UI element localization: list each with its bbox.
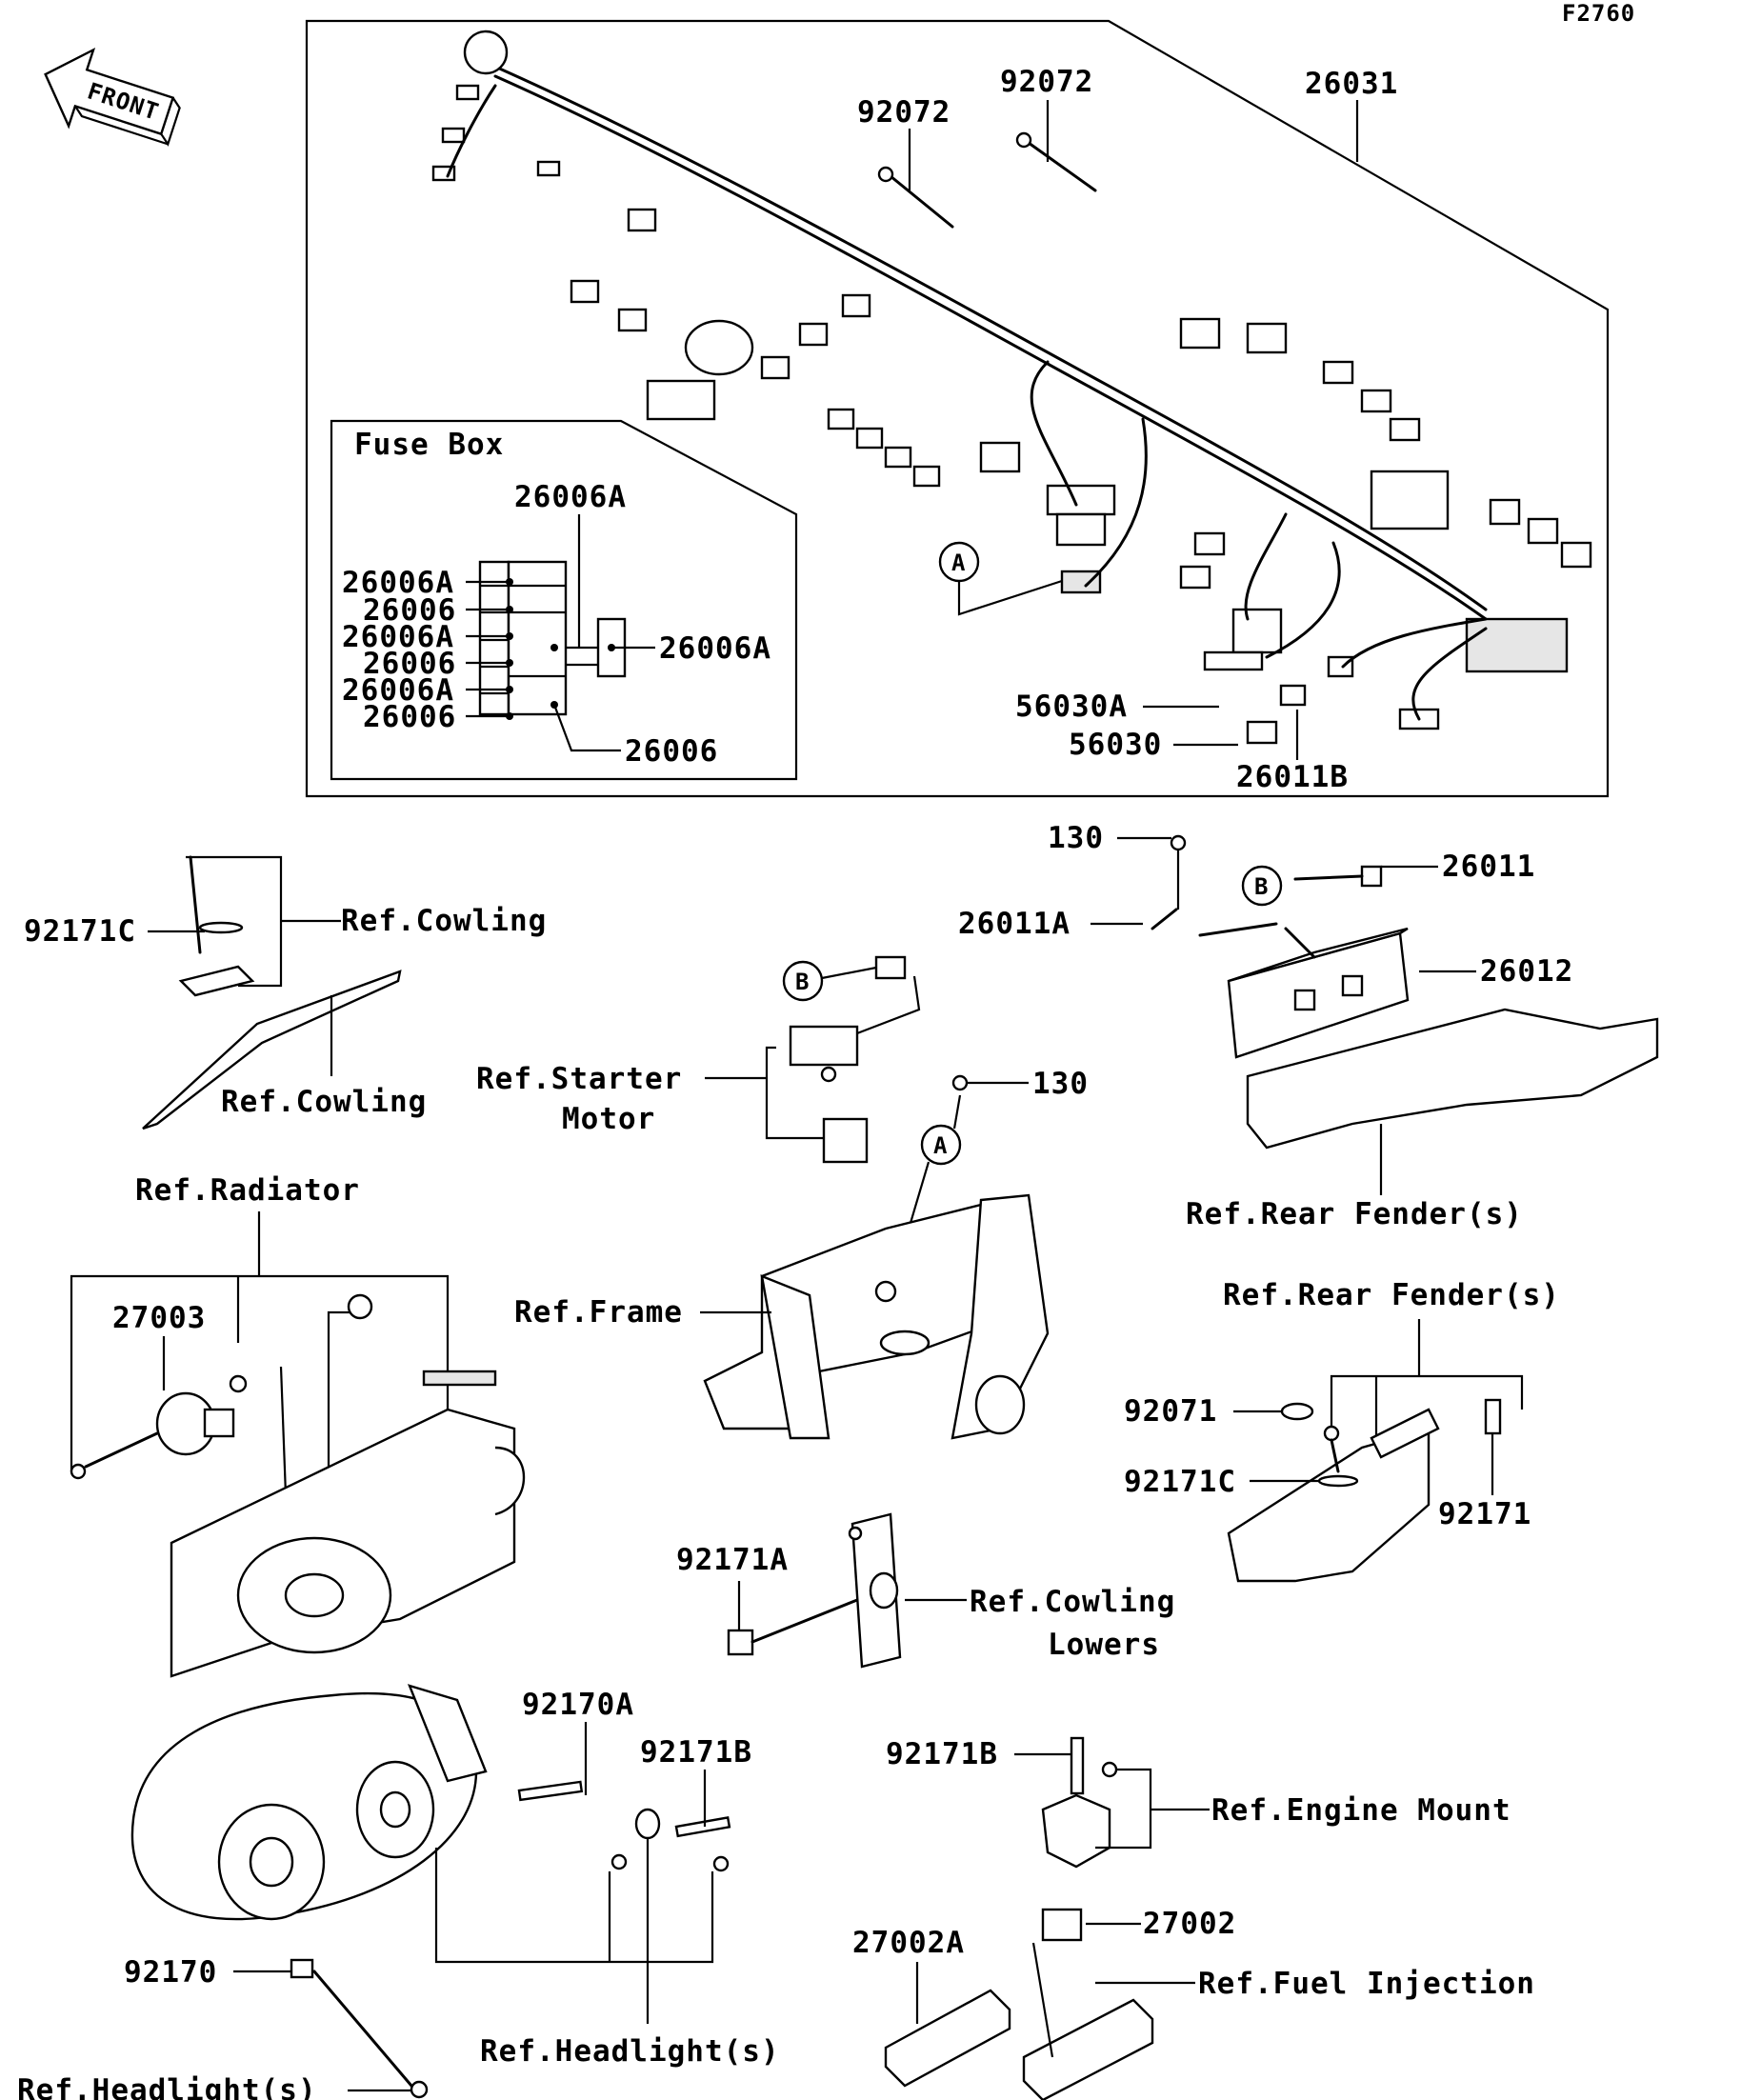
clamp-92072-left	[877, 166, 954, 229]
label-ref-engine-mount: Ref.Engine Mount	[1211, 1793, 1511, 1828]
label-92071: 92071	[1124, 1394, 1217, 1429]
label-ref-cowling-lowers-2: Lowers	[1048, 1628, 1160, 1662]
label-92171c-left: 92171C	[24, 914, 136, 949]
label-92171a: 92171A	[676, 1543, 789, 1577]
label-ref-starter-2: Motor	[562, 1102, 655, 1136]
label-ref-cowling-upper: Ref.Cowling	[341, 904, 547, 938]
clamp-92072-right	[1015, 131, 1097, 192]
main-wiring-harness	[431, 30, 1592, 730]
cowling-lowers-bracket	[727, 1512, 902, 1669]
fuse-label-left-5: 26006A	[342, 673, 454, 708]
rear-fender-bracket	[1227, 1398, 1502, 1583]
label-92171b-left: 92171B	[640, 1735, 752, 1770]
fuse-label-right: 26006A	[659, 631, 771, 666]
label-26031: 26031	[1305, 67, 1398, 101]
label-92171: 92171	[1438, 1497, 1531, 1531]
label-ref-cowling-lowers-1: Ref.Cowling	[970, 1585, 1175, 1619]
diagram-code: F2760	[1562, 0, 1635, 27]
label-ref-cowling-lower: Ref.Cowling	[221, 1085, 427, 1119]
cowling-bracket	[142, 855, 402, 1130]
battery-assembly	[1151, 834, 1659, 1150]
label-ref-starter-1: Ref.Starter	[476, 1062, 682, 1096]
label-56030: 56030	[1069, 728, 1162, 762]
fan-switch-27003	[70, 1293, 373, 1480]
label-ref-radiator: Ref.Radiator	[135, 1173, 360, 1208]
engine-mount-bracket	[1041, 1736, 1118, 1869]
label-26012: 26012	[1480, 954, 1573, 989]
fuse-box-title: Fuse Box	[354, 428, 504, 462]
front-arrow-icon: FRONT	[44, 47, 181, 147]
bolt-130-center	[951, 1074, 969, 1091]
label-130-battery: 130	[1048, 821, 1104, 855]
fuse-label-left-4: 26006	[363, 647, 456, 681]
label-92170a: 92170A	[522, 1688, 634, 1722]
fuse-label-left-2: 26006	[363, 593, 456, 628]
fuel-injection-modules	[884, 1908, 1154, 2100]
label-26011a: 26011A	[958, 907, 1071, 941]
headlight-assembly	[130, 1684, 731, 2099]
label-27002a: 27002A	[852, 1926, 965, 1960]
callout-b-center	[782, 960, 824, 1002]
radiator-part	[170, 1370, 526, 1678]
frame-part	[703, 1193, 1050, 1440]
fuse-label-bottom: 26006	[625, 734, 718, 769]
callout-b-center-label: B	[795, 969, 810, 995]
label-92072-left: 92072	[857, 95, 951, 130]
callout-b-battery	[1241, 865, 1283, 907]
label-92171c-right: 92171C	[1124, 1465, 1236, 1499]
label-ref-headlight-center: Ref.Headlight(s)	[480, 2034, 780, 2069]
label-92072-right: 92072	[1000, 65, 1093, 99]
fuse-label-top: 26006A	[514, 480, 627, 514]
label-26011: 26011	[1442, 850, 1535, 884]
callout-a-center	[920, 1124, 962, 1166]
label-26011b: 26011B	[1236, 760, 1349, 794]
label-ref-rear-fender-2: Ref.Rear Fender(s)	[1223, 1278, 1560, 1312]
label-92170: 92170	[124, 1955, 217, 1990]
label-27003: 27003	[112, 1301, 206, 1335]
label-ref-rear-fender-1: Ref.Rear Fender(s)	[1186, 1197, 1523, 1231]
starter-relay	[789, 955, 907, 1164]
harness-panel-frame	[305, 19, 1610, 798]
callout-b-battery-label: B	[1254, 873, 1269, 900]
label-56030a: 56030A	[1015, 690, 1128, 724]
label-ref-fuel-injection: Ref.Fuel Injection	[1198, 1967, 1535, 2001]
fuse-label-left-3: 26006A	[342, 620, 454, 654]
fuse-label-left-6: 26006	[363, 700, 456, 734]
callout-a-center-label: A	[933, 1132, 948, 1159]
fuse-label-left-1: 26006A	[342, 566, 454, 600]
label-ref-frame: Ref.Frame	[514, 1295, 683, 1330]
label-27002: 27002	[1143, 1907, 1236, 1941]
label-ref-headlight-left: Ref.Headlight(s)	[17, 2073, 317, 2100]
label-92171b-right: 92171B	[886, 1737, 998, 1771]
callout-a-harness-label: A	[951, 550, 966, 576]
label-130-center: 130	[1032, 1067, 1089, 1101]
